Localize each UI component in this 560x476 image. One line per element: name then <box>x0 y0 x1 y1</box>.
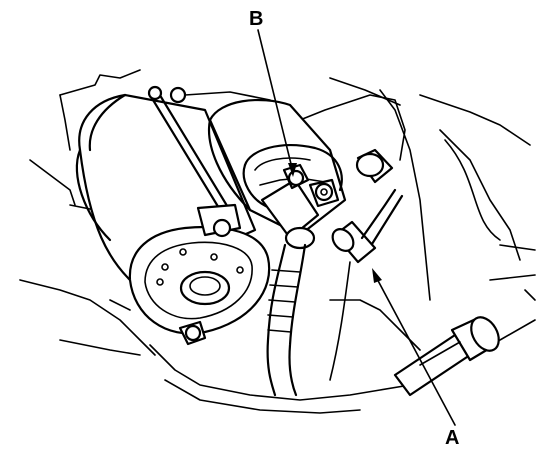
callout-b-label: B <box>249 8 263 30</box>
mounting-bolt <box>355 148 394 184</box>
starter-end-housing <box>128 203 271 346</box>
coolant-hose <box>393 316 500 397</box>
s-terminal-connector <box>329 188 404 381</box>
callout-a-leader <box>374 274 456 426</box>
callout-b-leader <box>257 29 294 173</box>
callout-a-arrowhead <box>372 268 382 283</box>
starter-solenoid <box>208 98 347 250</box>
callout-b: B <box>249 8 297 177</box>
callout-a: A <box>372 268 459 449</box>
battery-cable <box>266 243 307 397</box>
callout-a-label: A <box>445 427 459 449</box>
callout-b-arrowhead <box>288 163 297 177</box>
